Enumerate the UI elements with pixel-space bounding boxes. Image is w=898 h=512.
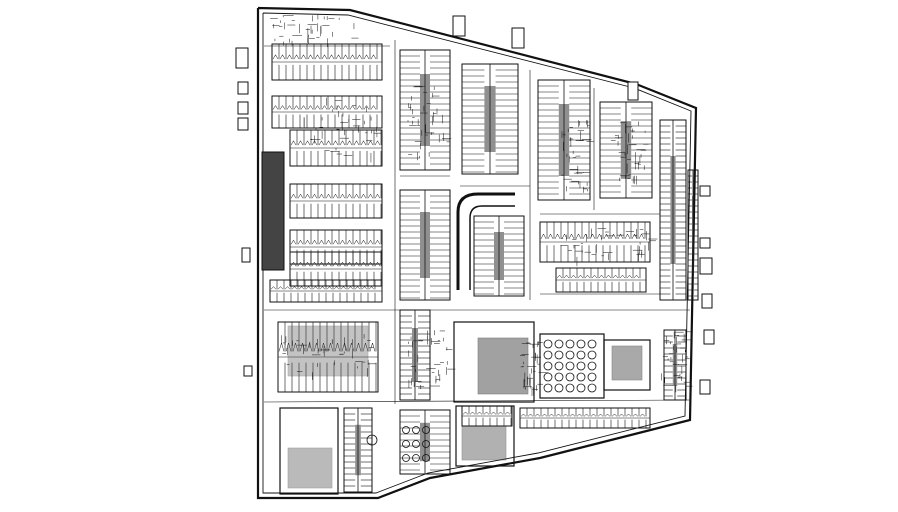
stall-block [277,321,379,393]
driveway-lines [263,40,691,404]
stall-block [269,279,383,303]
stall-block [399,49,451,171]
tank-symbol [576,350,586,360]
tank-symbol [576,372,586,382]
tank-symbol [543,339,553,349]
tank-symbol [554,350,564,360]
tank-symbol [587,383,597,393]
stall-block [537,79,591,201]
tank-symbol [576,383,586,393]
stall-block [289,251,383,287]
tank-symbol [422,454,430,462]
tank-symbol [554,361,564,371]
tank-symbol [402,440,410,448]
tank-symbol [565,350,575,360]
stall-block [271,95,383,129]
stall-block [271,43,383,81]
tank-symbol [565,361,575,371]
right-markers [699,185,715,395]
left-markers [235,47,253,377]
stall-block [399,409,451,475]
central-curved-ramp [456,192,515,290]
stall-block [659,119,687,301]
tank-symbol [543,383,553,393]
tank-symbol [422,426,430,434]
tank-symbol [402,454,410,462]
equipment-zones [287,325,643,489]
service-rooms [279,321,651,495]
stall-block [461,405,513,427]
tank-symbol [554,383,564,393]
tank-symbol [412,440,420,448]
tank-symbol [402,426,410,434]
building-outline [256,6,698,500]
tank-symbol [565,339,575,349]
inner-outline [262,12,692,494]
tank-symbol [554,372,564,382]
tank-symbol [554,339,564,349]
tank-symbol [565,372,575,382]
stall-block [599,101,653,199]
stall-block [663,329,687,401]
stall-block [473,215,525,297]
tank-symbol [422,440,430,448]
stall-block [539,221,651,263]
tank-symbol [543,361,553,371]
tank-symbol [576,339,586,349]
tank-symbol [587,372,597,382]
stall-block [461,63,519,175]
tank-symbol [543,372,553,382]
tank-symbol [576,361,586,371]
tank-symbol [565,383,575,393]
parking-stall-blocks [269,43,699,493]
stall-block [289,183,383,219]
tank-symbol [412,426,420,434]
stall-block [399,309,431,401]
stall-block [343,407,373,493]
stall-block [519,407,651,429]
dense-detail-strokes [270,14,693,396]
tank-array [366,339,597,462]
left-ramp [261,151,285,271]
ramp-markers-top [452,15,639,101]
tank-symbol [587,350,597,360]
tank-symbol [587,339,597,349]
stall-block [687,169,699,301]
tank-symbol [587,361,597,371]
tank-symbol [543,350,553,360]
stall-block [555,267,647,293]
tank-symbol [412,454,420,462]
stall-block [399,189,451,301]
tank-symbol [366,434,378,446]
